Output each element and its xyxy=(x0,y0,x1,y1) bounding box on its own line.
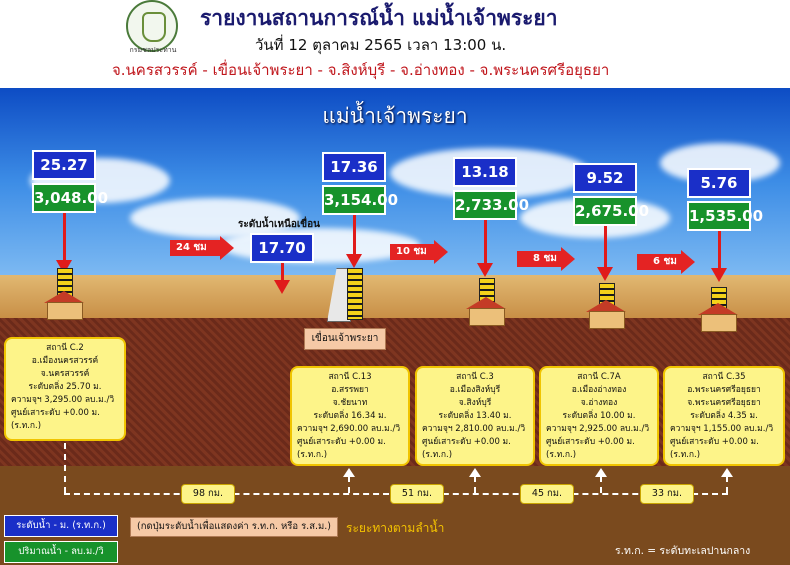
distance-path xyxy=(348,476,350,493)
house-roof-icon xyxy=(466,297,506,309)
up-arrow-icon xyxy=(343,468,355,477)
distance-badge-2: 51 กม. xyxy=(390,484,444,504)
travel-time-arrow-1: 24 ชม xyxy=(170,236,234,260)
station-house-icon xyxy=(589,311,625,329)
dam-upstream-level-button[interactable]: 17.70 xyxy=(250,233,314,263)
province-route: จ.นครสวรรค์ - เขื่อนเจ้าพระยา - จ.สิงห์บ… xyxy=(112,61,610,79)
station-house-icon xyxy=(701,314,737,332)
down-arrow-icon xyxy=(274,280,290,294)
travel-time-arrow-3: 8 ชม xyxy=(517,247,575,271)
station-c35-level-button[interactable]: 5.76 xyxy=(687,168,751,198)
distance-legend-label: ระยะทางตามลำน้ำ xyxy=(346,521,445,535)
distance-badge-1: 98 กม. xyxy=(181,484,235,504)
distance-path xyxy=(726,476,728,493)
station-c3-level-button[interactable]: 13.18 xyxy=(453,157,517,187)
up-arrow-icon xyxy=(721,468,733,477)
dam-name-label: เขื่อนเจ้าพระยา xyxy=(304,328,386,350)
station-card-c2: สถานี C.2 อ.เมืองนครสวรรค์ จ.นครสวรรค์ ร… xyxy=(4,337,126,441)
down-arrow-icon xyxy=(711,268,727,282)
station-card-c3: สถานี C.3 อ.เมืองสิงห์บุรี จ.สิงห์บุรี ร… xyxy=(415,366,535,466)
logo-caption: กรมชลประทาน xyxy=(129,46,177,54)
station-c13-arrow xyxy=(353,215,356,257)
distance-badge-3: 45 กม. xyxy=(520,484,574,504)
distance-path xyxy=(600,476,602,493)
dam-arrow-line xyxy=(281,263,284,281)
station-c2-arrow xyxy=(63,213,66,263)
station-card-c7a: สถานี C.7A อ.เมืองอ่างทอง จ.อ่างทอง ระดั… xyxy=(539,366,659,466)
up-arrow-icon xyxy=(469,468,481,477)
staff-gauge-icon xyxy=(347,268,363,320)
station-house-icon xyxy=(47,302,83,320)
travel-time-arrow-4: 6 ชม xyxy=(637,250,695,274)
rid-logo-icon xyxy=(126,0,178,52)
distance-badge-4: 33 กม. xyxy=(640,484,694,504)
house-roof-icon xyxy=(586,300,626,312)
down-arrow-icon xyxy=(346,254,362,268)
station-c2-flow: 3,048.00 xyxy=(32,183,108,213)
house-roof-icon xyxy=(44,291,84,303)
sand-hills xyxy=(0,275,790,320)
station-house-icon xyxy=(469,308,505,326)
river-title: แม่น้ำเจ้าพระยา xyxy=(322,104,468,128)
toggle-note: (กดปุ่มระดับน้ำเพื่อแสดงค่า ร.ท.ก. หรือ … xyxy=(130,517,338,537)
legend-flow: ปริมาณน้ำ - ลบ.ม./วิ xyxy=(4,541,118,563)
station-c3-arrow xyxy=(484,220,487,266)
station-c35-arrow xyxy=(718,231,721,271)
dam-upstream-caption: ระดับน้ำเหนือเขื่อน xyxy=(238,219,320,230)
house-roof-icon xyxy=(698,303,738,315)
report-date: วันที่ 12 ตุลาคม 2565 เวลา 13:00 น. xyxy=(255,36,507,54)
down-arrow-icon xyxy=(477,263,493,277)
down-arrow-icon xyxy=(597,267,613,281)
travel-time-arrow-2: 10 ชม xyxy=(390,240,448,264)
report-header: กรมชลประทาน รายงานสถานการณ์น้ำ แม่น้ำเจ้… xyxy=(0,0,790,88)
station-c3-flow: 2,733.00 xyxy=(453,190,529,220)
station-card-c13: สถานี C.13 อ.สรรพยา จ.ชัยนาท ระดับตลิ่ง … xyxy=(290,366,410,466)
page-title: รายงานสถานการณ์น้ำ แม่น้ำเจ้าพระยา xyxy=(200,6,558,30)
station-c7a-arrow xyxy=(604,226,607,270)
station-c7a-flow: 2,675.00 xyxy=(573,196,649,226)
abbreviation-note: ร.ท.ก. = ระดับทะเลปานกลาง xyxy=(615,545,751,557)
station-c7a-level-button[interactable]: 9.52 xyxy=(573,163,637,193)
station-c2-level-button[interactable]: 25.27 xyxy=(32,150,96,180)
station-c35-flow: 1,535.00 xyxy=(687,201,763,231)
station-card-c35: สถานี C.35 อ.พระนครศรีอยุธยา จ.พระนครศรี… xyxy=(663,366,785,466)
distance-path xyxy=(64,443,66,493)
up-arrow-icon xyxy=(595,468,607,477)
legend-level-button[interactable]: ระดับน้ำ - ม. (ร.ท.ก.) xyxy=(4,515,118,537)
station-c13-level-button[interactable]: 17.36 xyxy=(322,152,386,182)
station-c13-flow: 3,154.00 xyxy=(322,185,398,215)
distance-path xyxy=(474,476,476,493)
